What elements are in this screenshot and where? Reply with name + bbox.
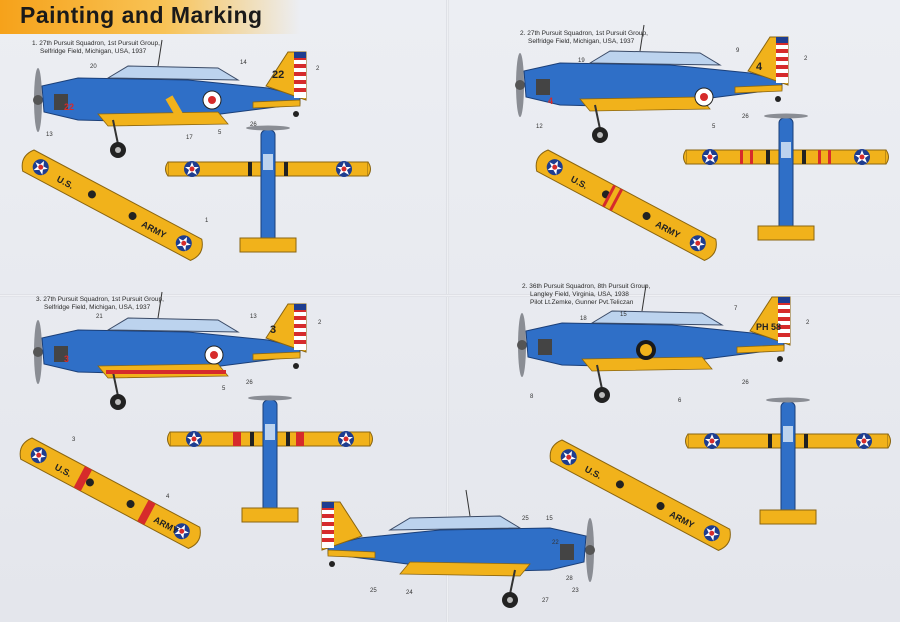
callout-number: 25 <box>370 588 377 594</box>
callout-number: 5 <box>222 386 226 392</box>
profile-1-side: 22 22 <box>32 39 307 159</box>
profile-2-top <box>683 113 889 241</box>
callout-number: 4 <box>166 494 170 500</box>
callout-number: 23 <box>572 588 579 594</box>
callout-number: 15 <box>546 516 553 522</box>
callout-number: 14 <box>240 60 247 66</box>
caption-line: 1. 27th Pursuit Squadron, 1st Pursuit Gr… <box>32 40 160 47</box>
callout-number: 9 <box>736 48 740 54</box>
callout-number: 15 <box>620 312 627 318</box>
caption-line: 2. 36th Pursuit Squadron, 8th Pursuit Gr… <box>522 283 651 290</box>
paper-fold-horizontal <box>0 294 900 297</box>
callout-number: 7 <box>734 306 738 312</box>
callout-number: 8 <box>530 394 534 400</box>
profile-3-side: 3 3 <box>32 291 307 411</box>
callout-number: 5 <box>712 124 716 130</box>
profile-1-caption: 1. 27th Pursuit Squadron, 1st Pursuit Gr… <box>32 40 160 56</box>
callout-number: 3 <box>72 437 76 443</box>
callouts: 20 14 2 13 17 5 26 1 19 9 2 12 5 26 21 1… <box>46 48 810 604</box>
callout-number: 18 <box>580 316 587 322</box>
fuselage-code: 3 <box>64 354 69 364</box>
tail-code: 3 <box>270 324 276 336</box>
tail-code: 22 <box>272 69 284 81</box>
callout-number: 1 <box>205 218 209 224</box>
callout-number: 13 <box>46 132 53 138</box>
profile-1-underwing: U.S. ARMY <box>17 147 207 264</box>
callout-number: 26 <box>246 380 253 386</box>
profile-3-top <box>167 395 373 523</box>
profile-3-underwing: U.S. ARMY <box>15 435 205 552</box>
callout-number: 25 <box>522 516 529 522</box>
callout-number: 2 <box>806 320 810 326</box>
callout-number: 27 <box>542 598 549 604</box>
callout-number: 26 <box>250 122 257 128</box>
profile-2-caption: 2. 27th Pursuit Squadron, 1st Pursuit Gr… <box>520 30 648 46</box>
profile-2-side: 4 4 <box>514 24 789 144</box>
caption-line: 2. 27th Pursuit Squadron, 1st Pursuit Gr… <box>520 30 648 37</box>
bottom-center-side <box>321 489 596 609</box>
callout-number: 20 <box>90 64 97 70</box>
callout-number: 26 <box>742 114 749 120</box>
callout-number: 13 <box>250 314 257 320</box>
fuselage-code: 4 <box>548 96 553 106</box>
callout-number: 5 <box>218 130 222 136</box>
callout-number: 21 <box>96 314 103 320</box>
profile-1-top <box>165 125 371 253</box>
callout-number: 6 <box>678 398 682 404</box>
paper-fold-vertical <box>446 0 449 622</box>
caption-line: Langley Field, Virginia, USA, 1938 <box>530 291 629 298</box>
tail-code: PH 58 <box>756 322 781 332</box>
profile-4-side: PH 58 <box>516 284 791 404</box>
page-title: Painting and Marking <box>20 2 263 28</box>
title-banner <box>0 0 300 34</box>
callout-number: 24 <box>406 590 413 596</box>
callout-number: 22 <box>552 540 559 546</box>
callout-number: 12 <box>536 124 543 130</box>
caption-line: Pilot Lt.Zemke, Gunner Pvt.Teliczan <box>530 299 634 306</box>
callout-number: 19 <box>578 58 585 64</box>
callout-number: 28 <box>566 576 573 582</box>
callout-number: 17 <box>186 135 193 141</box>
callout-number: 2 <box>318 320 322 326</box>
callout-number: 26 <box>742 380 749 386</box>
callout-number: 2 <box>316 66 320 72</box>
caption-line: Selfridge Field, Michigan, USA, 1937 <box>528 38 635 45</box>
callout-number: 2 <box>804 56 808 62</box>
profile-3-caption: 3. 27th Pursuit Squadron, 1st Pursuit Gr… <box>36 296 164 312</box>
profile-2-underwing: U.S. ARMY <box>531 147 721 264</box>
fuselage-code: 22 <box>64 102 74 112</box>
profile-4-top <box>685 397 891 525</box>
caption-line: Selfridge Field, Michigan, USA, 1937 <box>44 304 151 311</box>
profile-4-underwing: U.S. ARMY <box>545 437 735 554</box>
caption-line: Selfridge Field, Michigan, USA, 1937 <box>40 48 147 55</box>
caption-line: 3. 27th Pursuit Squadron, 1st Pursuit Gr… <box>36 296 164 303</box>
tail-code: 4 <box>756 61 763 73</box>
profile-4-caption: 2. 36th Pursuit Squadron, 8th Pursuit Gr… <box>522 283 650 307</box>
